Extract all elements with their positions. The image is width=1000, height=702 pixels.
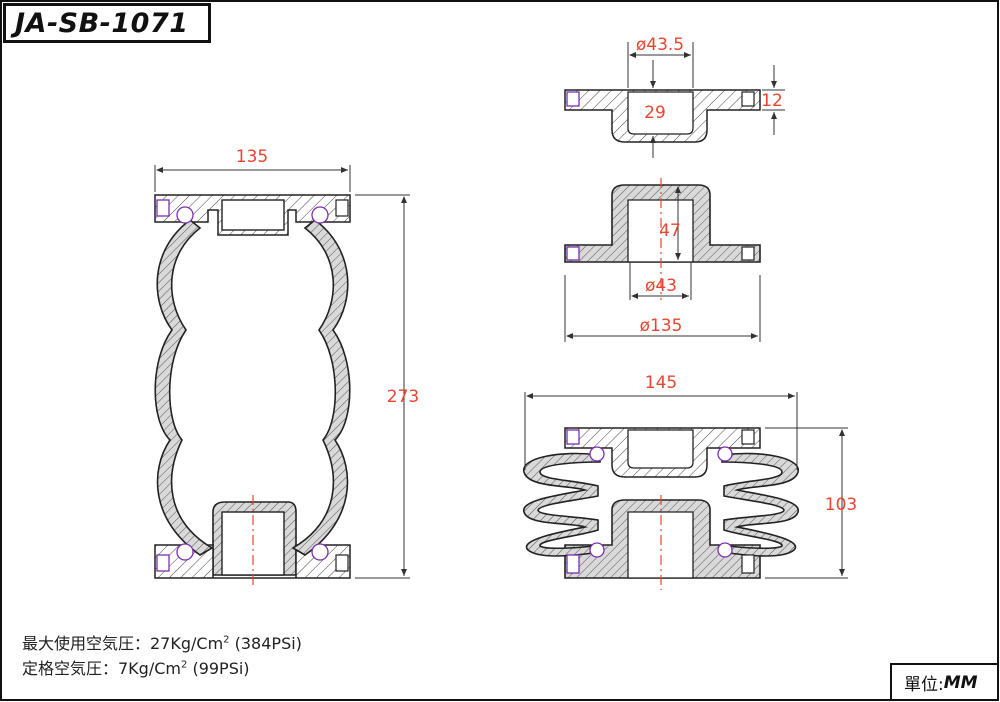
unit-value: MM <box>943 672 978 693</box>
dim-bottom-piston-height: 47 <box>659 221 681 241</box>
bellows-wall-left <box>154 218 214 556</box>
extended-bellows-view: 135 273 <box>154 147 419 585</box>
max-pressure-psi: (384PSi) <box>229 634 302 653</box>
rated-pressure-psi: (99PSi) <box>187 659 250 678</box>
bolt-icon <box>566 429 580 445</box>
rated-pressure-sup: 2 <box>180 659 188 671</box>
bellows-wall-right <box>291 218 351 556</box>
compressed-bellows-view: 145 103 <box>523 373 857 590</box>
bolt-icon <box>156 554 170 572</box>
rated-pressure-spec: 定格空気圧：7Kg/Cm2 (99PSi) <box>22 655 250 679</box>
part-number-title: JA-SB-1071 <box>15 7 189 39</box>
unit-box: 單位:MM <box>890 663 998 700</box>
dim-bottom-piston-dia: ø43 <box>645 276 677 296</box>
dim-height-273: 273 <box>387 387 419 407</box>
bolt-icon <box>156 199 170 217</box>
dim-top-plate-dia: ø43.5 <box>636 35 684 55</box>
unit-label: 單位: <box>904 675 944 695</box>
bolt-icon <box>566 91 580 107</box>
max-pressure-sup: 2 <box>223 634 230 646</box>
bolt-icon <box>566 554 580 574</box>
rated-pressure-label: 定格空気圧：7Kg/Cm <box>22 659 181 678</box>
dim-top-plate-inner: 29 <box>644 103 666 123</box>
dim-compressed-height: 103 <box>825 495 857 515</box>
bolt-icon <box>566 246 580 261</box>
dim-compressed-width: 145 <box>645 373 677 393</box>
max-pressure-spec: 最大使用空気圧：27Kg/Cm2 (384PSi) <box>22 630 302 654</box>
dim-top-plate-thick: 12 <box>761 91 783 111</box>
max-pressure-label: 最大使用空気圧：27Kg/Cm <box>22 634 224 653</box>
title-box: JA-SB-1071 <box>3 3 211 43</box>
top-plate-detail: ø43.5 29 12 <box>564 35 785 158</box>
bottom-piston-detail: 47 ø43 ø135 <box>564 178 761 342</box>
dim-bottom-flange-dia: ø135 <box>640 316 683 336</box>
dim-width-135: 135 <box>236 147 268 167</box>
